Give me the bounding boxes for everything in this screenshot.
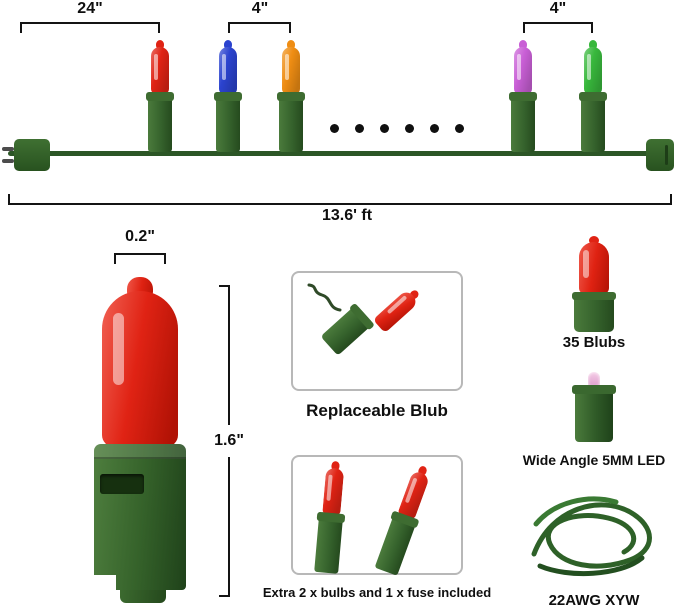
bulb-tip <box>519 40 527 49</box>
socket-bottom-tab <box>120 590 166 603</box>
bulb-closeup-illustration <box>94 277 186 607</box>
light-string-wire <box>8 151 674 156</box>
power-plug <box>2 139 50 171</box>
string-bulb-purple <box>509 40 537 152</box>
dim-bracket-4in-left <box>228 22 291 33</box>
wire-coil-image <box>531 496 652 576</box>
bulb-tip <box>589 236 599 245</box>
spacing-label-bulb-gap-left: 4" <box>251 0 269 17</box>
dim-bracket-total-length <box>8 194 672 205</box>
bulb-tip <box>287 40 295 49</box>
bulb-socket <box>314 511 344 574</box>
replaceable-bulb-label: Replaceable Blub <box>306 401 448 420</box>
total-length-label: 13.6' ft <box>321 207 373 224</box>
bulb-glass <box>151 47 169 94</box>
end-connector <box>646 139 674 171</box>
bulb-glass <box>322 467 345 516</box>
dim-bracket-24in <box>20 22 160 33</box>
bulb-socket <box>94 444 186 590</box>
bulb-glass <box>514 47 532 94</box>
bulb-tip <box>224 40 232 49</box>
bulb-tip <box>156 40 164 49</box>
bulb-count-image <box>572 236 616 332</box>
continuation-dot <box>405 124 414 133</box>
bulb-glass <box>102 291 178 447</box>
dim-bracket-4in-right <box>523 22 593 33</box>
replaceable-bulb-box <box>291 271 463 391</box>
continuation-dot <box>455 124 464 133</box>
bulb-socket <box>579 92 607 152</box>
bulb-socket <box>146 92 174 152</box>
led-chip <box>588 372 600 387</box>
string-bulb-blue <box>214 40 242 152</box>
string-bulb-orange <box>277 40 305 152</box>
spacing-label-plug-to-first-bulb: 24" <box>77 0 103 17</box>
bulb-count-label: 35 Blubs <box>562 334 626 351</box>
wire-gauge-label: 22AWG XYW <box>548 592 640 609</box>
socket-slot <box>100 474 144 494</box>
extra-bulbs-label: Extra 2 x bulbs and 1 x fuse included <box>262 585 492 600</box>
tip-width-label: 0.2" <box>125 228 155 245</box>
bulb-glass <box>584 47 602 94</box>
bulb-socket <box>509 92 537 152</box>
dim-bracket-tip-width <box>114 253 166 264</box>
socket-body <box>572 385 616 442</box>
led-socket-image <box>572 372 616 442</box>
led-type-label: Wide Angle 5MM LED <box>522 452 666 468</box>
bulb-socket <box>277 92 305 152</box>
bulb-height-label: 1.6" <box>210 425 248 457</box>
bulb-glass <box>219 47 237 94</box>
loose-wire-icon <box>307 283 342 312</box>
socket-notch <box>94 575 116 590</box>
string-bulb-green <box>579 40 607 152</box>
bulb-socket <box>214 92 242 152</box>
bulb-glass <box>579 242 609 294</box>
bulb-tip <box>589 40 597 49</box>
continuation-dot <box>430 124 439 133</box>
bulb-glass <box>282 47 300 94</box>
continuation-dot <box>355 124 364 133</box>
continuation-dot <box>380 124 389 133</box>
string-bulb-red <box>146 40 174 152</box>
continuation-dot <box>330 124 339 133</box>
bulb-socket <box>572 292 616 332</box>
spacing-label-bulb-gap-right: 4" <box>549 0 567 17</box>
